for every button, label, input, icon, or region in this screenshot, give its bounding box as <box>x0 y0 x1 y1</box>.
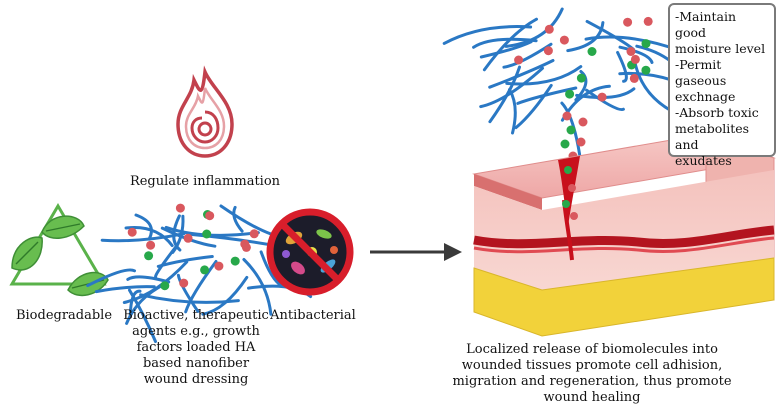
biomolecule-particle <box>146 240 156 250</box>
nanofiber-strand <box>482 17 538 72</box>
property-line: -Absorb toxic <box>675 105 759 120</box>
caption-line: wound healing <box>543 390 641 405</box>
nanofiber-strand <box>232 205 244 233</box>
dressing-properties-box: -Maintain good moisture level -Permit ga… <box>668 3 776 168</box>
biomolecule-particle <box>179 278 189 288</box>
biomolecule-particle <box>576 73 586 83</box>
biomolecule-particle <box>597 92 607 102</box>
nanofiber-strand <box>176 273 200 313</box>
nanofiber-strand <box>504 7 564 48</box>
nanofiber-strand <box>505 65 583 86</box>
biomolecule-particle <box>641 65 651 75</box>
biomolecule-particle <box>144 251 154 261</box>
nanofiber-strand <box>126 275 171 284</box>
biomolecule-particle <box>202 229 212 239</box>
nanofiber-strand <box>122 260 189 304</box>
dressing-line: wound dressing <box>143 372 249 387</box>
nanofiber-strand <box>100 232 186 243</box>
healing-caption: Localized release of biomolecules into w… <box>432 342 752 406</box>
nanofiber-strand <box>139 293 240 304</box>
biomolecule-particle <box>643 16 653 26</box>
nanofiber-strand <box>442 25 533 45</box>
biomolecule-particle <box>565 89 575 99</box>
biomolecule-particle <box>160 281 170 291</box>
biomolecule-particle <box>214 261 224 271</box>
caption-line: migration and regeneration, thus promote <box>452 374 732 389</box>
biomolecule-particle <box>544 24 554 34</box>
biomolecule-particle <box>514 55 524 65</box>
property-line: exchnage <box>675 89 736 104</box>
nanofiber-strand <box>516 86 578 105</box>
property-line: moisture level <box>675 41 766 56</box>
biomolecule-particle <box>230 256 240 266</box>
caption-line: wounded tissues promote cell adhision, <box>461 358 723 373</box>
biomolecule-particle <box>240 239 250 249</box>
dressing-description: Bioactive, therapeutic agents e.g., grow… <box>116 308 276 388</box>
nanofiber-strand <box>184 260 218 314</box>
nanofiber-strand <box>128 289 142 318</box>
nanofiber-strand <box>259 250 283 288</box>
biomolecule-particle <box>249 229 259 239</box>
biomolecule-particle <box>175 203 185 213</box>
nanofiber-strand <box>560 101 582 156</box>
property-line: -Maintain good <box>675 9 737 40</box>
biomolecule-particle <box>543 46 553 56</box>
inflammation-label: Regulate inflammation <box>129 174 281 189</box>
nanofiber-strand <box>488 59 555 89</box>
dressing-line: based nanofiber <box>142 356 250 371</box>
biomolecule-particle <box>587 47 597 56</box>
nanofiber-strand <box>479 66 544 109</box>
property-line: -Permit gaseous <box>675 57 727 88</box>
nanofiber-strand <box>618 45 654 64</box>
nanofiber-strand <box>134 213 153 241</box>
biodegradable-label: Biodegradable <box>15 308 113 323</box>
biomolecule-particle <box>629 73 639 83</box>
nanofiber-strand <box>86 268 136 288</box>
antibacterial-label: Antibacterial <box>270 308 356 323</box>
biomolecule-particle <box>623 17 633 27</box>
biomolecule-particle <box>127 227 137 237</box>
biomolecule-particle <box>205 211 215 221</box>
recycle-leaves-icon <box>9 203 109 297</box>
dressing-line: agents e.g., growth <box>132 324 260 339</box>
biomolecule-particle <box>641 39 651 49</box>
biomolecule-particle <box>630 54 640 64</box>
property-line: exudates <box>675 153 732 168</box>
nanofiber-strand <box>479 40 533 59</box>
nanofiber-strand <box>585 88 625 112</box>
property-line: metabolites and <box>675 121 750 152</box>
caption-line: Localized release of biomolecules into <box>466 342 718 357</box>
nanofiber-strand <box>94 285 156 294</box>
nanofiber-strand <box>128 288 157 343</box>
biomolecule-particle <box>183 233 193 243</box>
nanofiber-strand <box>566 21 605 53</box>
dressing-line: Bioactive, therapeutic <box>123 308 269 323</box>
biomolecule-particle <box>626 47 636 56</box>
dressing-line: factors loaded HA <box>136 340 256 355</box>
nanofiber-strand <box>616 51 628 83</box>
biomolecule-particle <box>200 265 210 275</box>
biomolecule-particle <box>559 35 569 45</box>
nanofiber-strand <box>242 258 273 316</box>
nanofiber-strand <box>632 55 674 113</box>
nanofiber-strand <box>514 83 553 130</box>
skin-tissue-block <box>472 133 776 337</box>
no-bacteria-icon <box>266 208 354 296</box>
nanofiber-strand <box>156 255 214 268</box>
nanofiber-mesh-release <box>442 7 707 156</box>
nanofiber-mesh-dressing <box>86 203 313 343</box>
arrow-right-icon <box>370 243 462 261</box>
nanofiber-strand <box>574 70 588 102</box>
nanofiber-strand <box>124 225 174 248</box>
nanofiber-strand <box>508 88 517 135</box>
flame-icon <box>176 65 234 158</box>
